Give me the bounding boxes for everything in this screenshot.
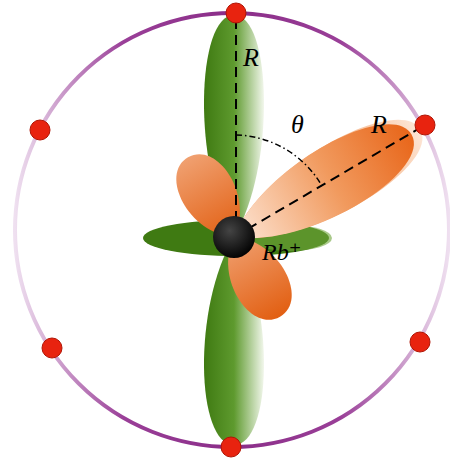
ion-label: Rb⁺ bbox=[262, 240, 301, 264]
angle-label: θ bbox=[291, 112, 304, 138]
distance-label: R bbox=[371, 112, 387, 138]
distance-label: R bbox=[243, 45, 259, 71]
